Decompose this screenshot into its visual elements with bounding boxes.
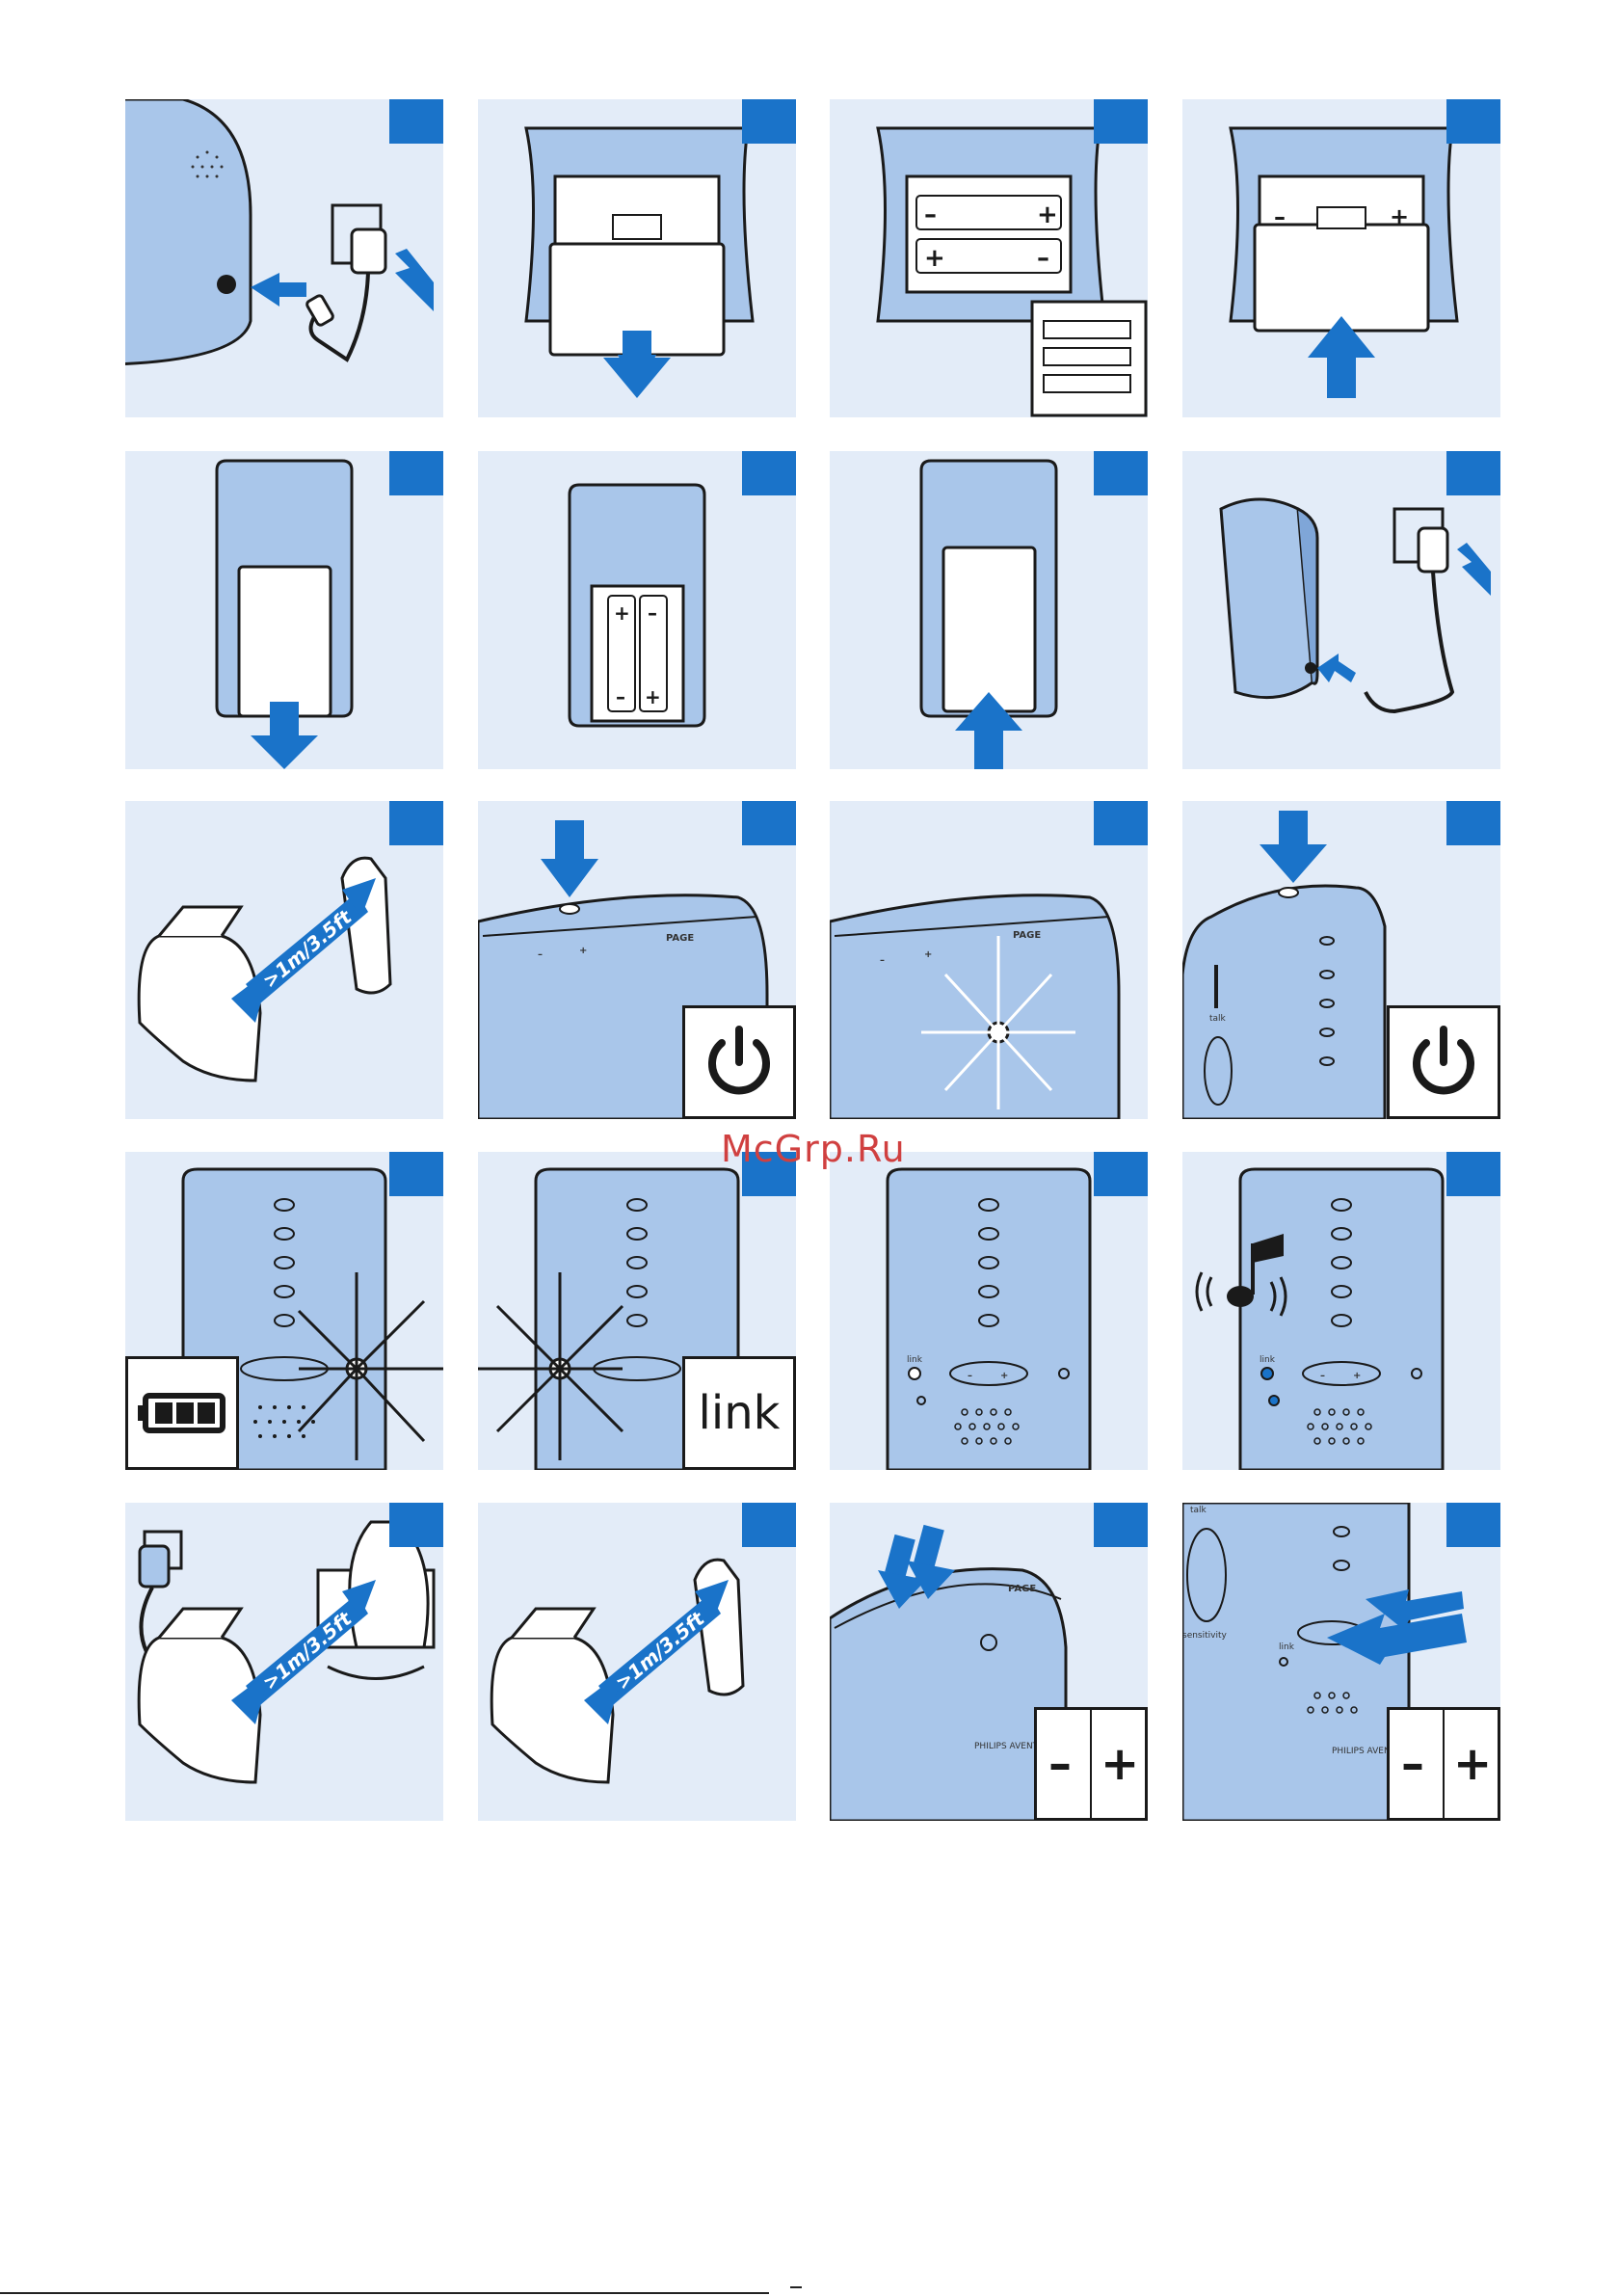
step-badge bbox=[1094, 451, 1148, 495]
plus-label: + bbox=[924, 949, 932, 960]
step-badge bbox=[1094, 801, 1148, 845]
step-badge bbox=[742, 801, 796, 845]
power-icon bbox=[682, 1005, 796, 1119]
panel-8-plug-in-parent bbox=[1182, 451, 1500, 769]
link-label: link bbox=[1260, 1355, 1276, 1365]
panel-10-power-on-baby-unit: – + PAGE bbox=[478, 801, 796, 1119]
page-label: PAGE bbox=[666, 933, 694, 944]
svg-text:+: + bbox=[1037, 200, 1058, 229]
link-label: link bbox=[907, 1355, 923, 1365]
panel-13-battery-indicator bbox=[125, 1152, 443, 1470]
panel-20-parent-sensitivity: talk sensitivity link PHILIPS AVENT – + bbox=[1182, 1503, 1500, 1821]
step-badge bbox=[1446, 451, 1500, 495]
plus-sign: + bbox=[1101, 1737, 1139, 1791]
step-badge bbox=[1446, 1503, 1500, 1547]
svg-text:–: – bbox=[1037, 244, 1049, 273]
step-badge bbox=[1446, 99, 1500, 144]
panel-2-open-battery-cover bbox=[478, 99, 796, 417]
panel-19-baby-volume: PAGE PHILIPS AVENT – + bbox=[830, 1503, 1148, 1821]
panel-17-distance-crib: >1m/3.5ft bbox=[125, 1503, 443, 1821]
panel-4-close-battery-cover: – + bbox=[1182, 99, 1500, 417]
minus-label: – bbox=[1320, 1371, 1325, 1381]
minus-sign: – bbox=[1048, 1737, 1072, 1791]
footer-tick bbox=[790, 2286, 802, 2288]
distance-label: >1m/3.5ft bbox=[611, 1606, 710, 1695]
svg-text:+: + bbox=[924, 244, 945, 273]
sensitivity-minus-plus-icon: – + bbox=[1387, 1707, 1500, 1821]
minus-label: – bbox=[968, 1371, 972, 1381]
panel-12-power-on-parent-unit: talk bbox=[1182, 801, 1500, 1119]
link-label: link bbox=[1279, 1642, 1295, 1652]
step-badge bbox=[742, 451, 796, 495]
step-badge bbox=[1094, 1152, 1148, 1196]
svg-text:–: – bbox=[616, 685, 625, 708]
panel-9-distance: >1m/3.5ft bbox=[125, 801, 443, 1119]
panel-7-close-parent-cover bbox=[830, 451, 1148, 769]
svg-text:+: + bbox=[645, 685, 661, 708]
panel-16-parent-sound: link – + bbox=[1182, 1152, 1500, 1470]
plus-label: + bbox=[1353, 1371, 1361, 1381]
step-badge bbox=[389, 451, 443, 495]
step-badge bbox=[389, 99, 443, 144]
panel-11-power-light-baby: – + PAGE bbox=[830, 801, 1148, 1119]
footer-line bbox=[0, 2292, 769, 2294]
svg-text:–: – bbox=[648, 601, 657, 625]
step-badge bbox=[389, 1152, 443, 1196]
panel-14-link-indicator: link bbox=[478, 1152, 796, 1470]
panel-15-parent-front: link – + bbox=[830, 1152, 1148, 1470]
svg-text:–: – bbox=[924, 200, 937, 229]
panel-5-open-parent-cover bbox=[125, 451, 443, 769]
minus-label: – bbox=[880, 955, 885, 966]
distance-label: >1m/3.5ft bbox=[258, 904, 358, 993]
page-label: PAGE bbox=[1013, 930, 1041, 941]
panel-1-plug-in-base bbox=[125, 99, 443, 417]
brand-label: PHILIPS AVENT bbox=[974, 1742, 1039, 1751]
page-label: PAGE bbox=[1008, 1584, 1036, 1594]
panel-6-parent-batteries: + – – + bbox=[478, 451, 796, 769]
sensitivity-label: sensitivity bbox=[1182, 1631, 1228, 1641]
step-badge bbox=[1094, 99, 1148, 144]
step-badge bbox=[1094, 1503, 1148, 1547]
talk-label: talk bbox=[1209, 1014, 1227, 1024]
battery-full-icon bbox=[125, 1356, 239, 1470]
step-badge bbox=[1446, 1152, 1500, 1196]
panel-18-distance-units: >1m/3.5ft bbox=[478, 1503, 796, 1821]
step-badge bbox=[742, 99, 796, 144]
plus-label: + bbox=[579, 946, 587, 956]
power-icon bbox=[1387, 1005, 1500, 1119]
distance-label: >1m/3.5ft bbox=[258, 1606, 358, 1695]
talk-label: talk bbox=[1190, 1506, 1207, 1515]
link-icon-box: link bbox=[682, 1356, 796, 1470]
plus-sign: + bbox=[1453, 1737, 1492, 1791]
plus-label: + bbox=[1000, 1371, 1008, 1381]
volume-minus-plus-icon: – + bbox=[1034, 1707, 1148, 1821]
link-text: link bbox=[685, 1359, 793, 1467]
step-badge bbox=[389, 1503, 443, 1547]
svg-text:+: + bbox=[614, 601, 630, 625]
watermark: McGrp.Ru bbox=[721, 1128, 906, 1170]
step-badge bbox=[742, 1503, 796, 1547]
minus-sign: – bbox=[1401, 1737, 1424, 1791]
step-badge bbox=[1446, 801, 1500, 845]
minus-label: – bbox=[538, 949, 543, 960]
step-badge bbox=[389, 801, 443, 845]
panel-3-insert-batteries: – + + – bbox=[830, 99, 1148, 417]
